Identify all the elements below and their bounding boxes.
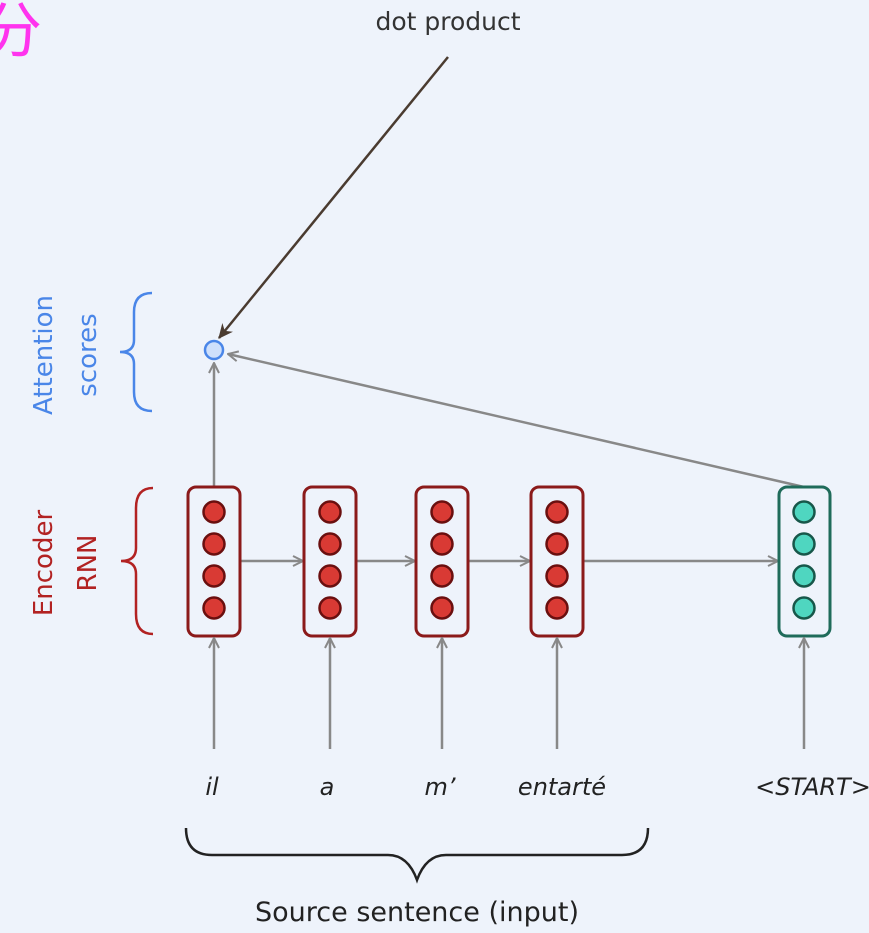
source-sentence-caption: Source sentence (input) (255, 897, 579, 928)
encoder-cell-box (414, 485, 470, 638)
encoder-cell-1 (186, 485, 242, 638)
encoder-cell-2 (302, 485, 358, 638)
source-word-3: m’ (424, 773, 455, 801)
dot-product-label: dot product (375, 7, 520, 36)
decoder-node (792, 564, 816, 588)
attention-scores-label: Attention scores (29, 295, 103, 415)
input-arrows (214, 638, 804, 749)
encoder-node (430, 564, 454, 588)
decoder-to-attention-arrow (228, 354, 805, 489)
decoder-node (792, 500, 816, 524)
source-word-4: entarté (518, 773, 606, 801)
encoder-brace (120, 486, 154, 636)
encoder-node (318, 532, 342, 556)
encoder-node (202, 564, 226, 588)
encoder-node (545, 596, 569, 620)
encoder-cell-box (302, 485, 358, 638)
attention-score-node (203, 339, 225, 361)
source-word-2: a (320, 773, 335, 801)
attention-brace (119, 291, 153, 413)
source-sentence-brace (184, 827, 650, 884)
encoder-node (318, 596, 342, 620)
encoder-node (545, 532, 569, 556)
encoder-label-line1: Encoder (29, 510, 59, 617)
decoder-node (792, 532, 816, 556)
encoder-cell-box (529, 485, 585, 638)
encoder-node (318, 500, 342, 524)
encoder-cell-3 (414, 485, 470, 638)
attention-label-line2: scores (73, 313, 103, 396)
encoder-node (430, 500, 454, 524)
encoder-node (318, 564, 342, 588)
encoder-cell-box (186, 485, 242, 638)
encoder-label-line2: RNN (73, 535, 103, 592)
encoder-node (430, 532, 454, 556)
start-token: <START> (755, 773, 869, 801)
encoder-node (202, 532, 226, 556)
decoder-cell-box (777, 485, 832, 638)
dot-product-arrow (218, 56, 449, 339)
encoder-rnn-label: Encoder RNN (29, 510, 103, 617)
encoder-node (202, 500, 226, 524)
encoder-node (545, 500, 569, 524)
encoder-node (545, 564, 569, 588)
decoder-cell (777, 485, 832, 638)
corner-glyph: 分 (0, 0, 42, 67)
encoder-node (430, 596, 454, 620)
attention-label-line1: Attention (29, 295, 59, 415)
decoder-node (792, 596, 816, 620)
source-word-1: il (205, 773, 219, 801)
encoder-node (202, 596, 226, 620)
encoder-cell-4 (529, 485, 585, 638)
